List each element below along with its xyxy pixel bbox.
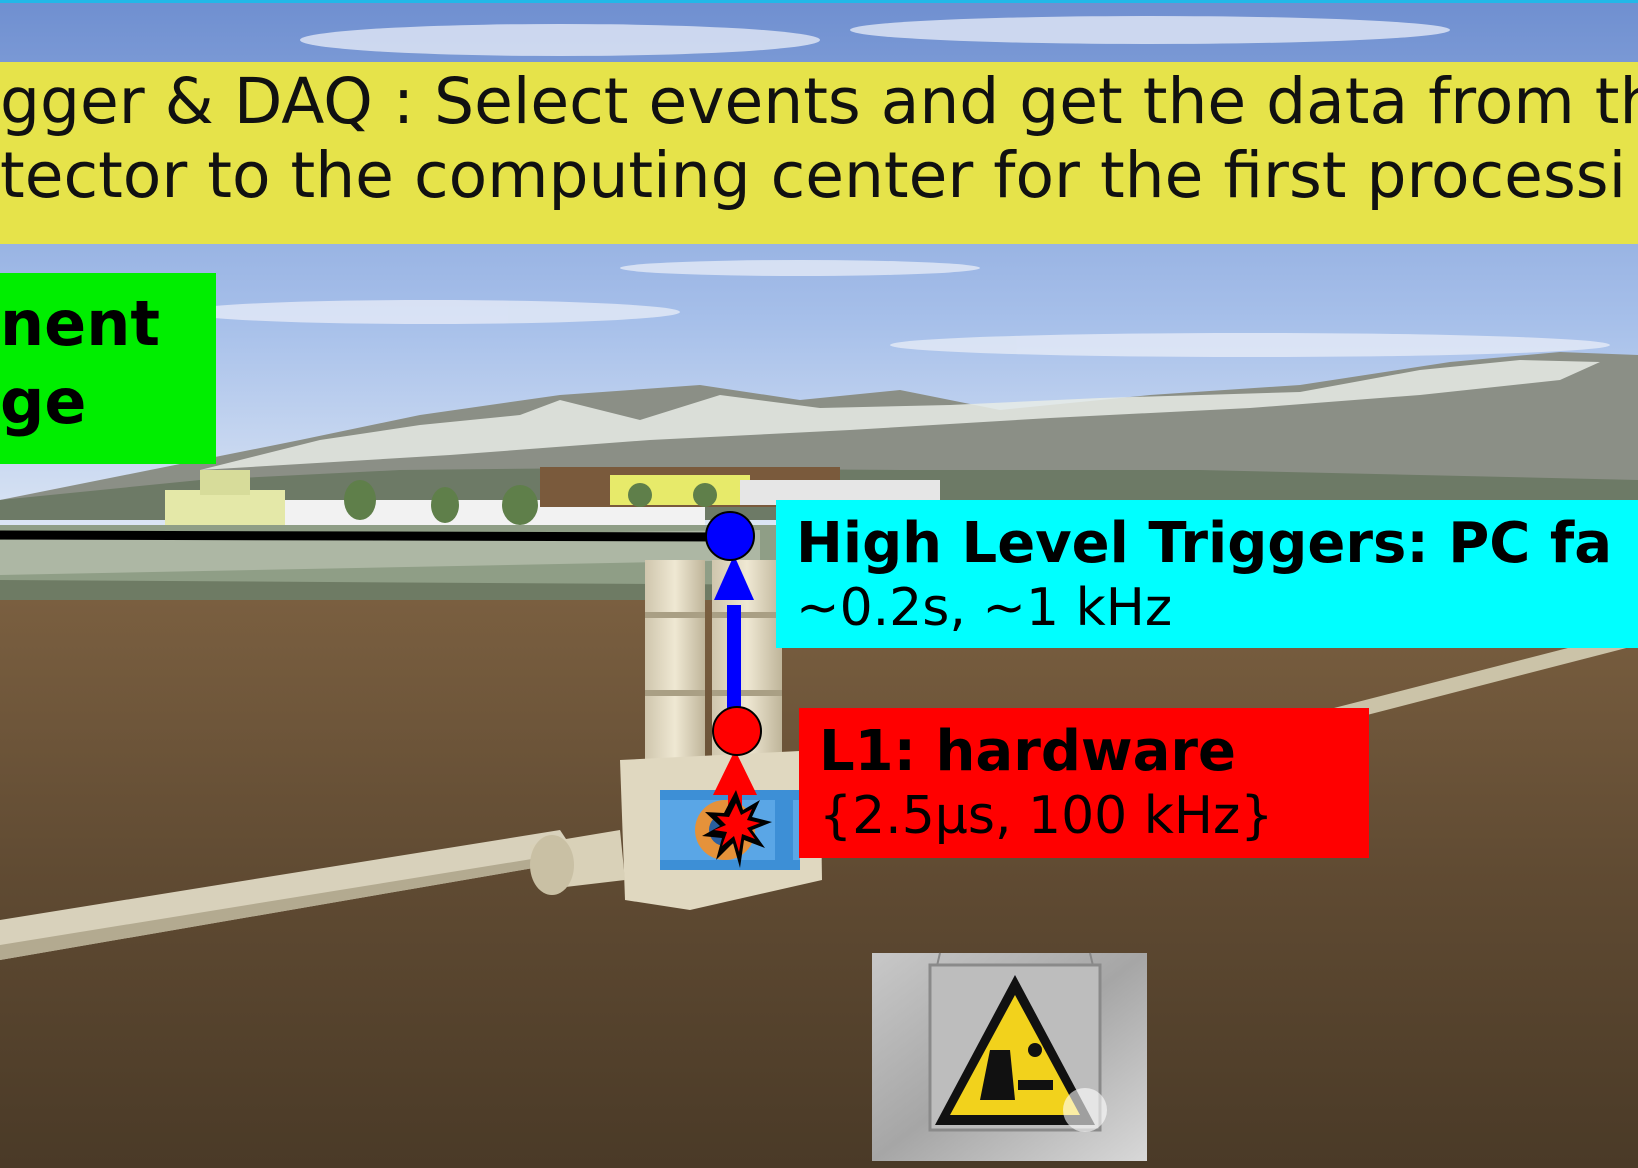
- l1-arrowhead: [713, 750, 757, 795]
- hlt-detail: ~0.2s, ~1 kHz: [796, 578, 1173, 638]
- hlt-box: High Level Triggers: PC fa ~0.2s, ~1 kHz: [776, 500, 1638, 648]
- l1-detail: {2.5μs, 100 kHz}: [819, 786, 1274, 846]
- crushing-hazard-warning-sign: [872, 952, 1147, 1161]
- l1-box: L1: hardware {2.5μs, 100 kHz}: [799, 708, 1369, 858]
- l1-heading: L1: hardware: [819, 719, 1237, 784]
- shaft-left: [645, 560, 705, 770]
- permanent-storage-box: nent ge: [0, 273, 216, 464]
- l1-marker: [712, 706, 762, 756]
- collision-burst-icon: [702, 790, 772, 868]
- hlt-arrowhead: [714, 555, 754, 600]
- hlt-marker: [705, 511, 755, 561]
- title-line-1: gger & DAQ : Select events and get the d…: [0, 65, 1638, 138]
- hlt-heading: High Level Triggers: PC fa: [796, 511, 1612, 576]
- data-path-line: [0, 530, 731, 542]
- storage-line-2: ge: [0, 365, 87, 438]
- clouds: [180, 16, 1610, 357]
- title-line-2: tector to the computing center for the f…: [0, 139, 1627, 212]
- surface-buildings: [165, 467, 940, 525]
- storage-line-1: nent: [0, 287, 160, 360]
- title-banner: gger & DAQ : Select events and get the d…: [0, 62, 1638, 244]
